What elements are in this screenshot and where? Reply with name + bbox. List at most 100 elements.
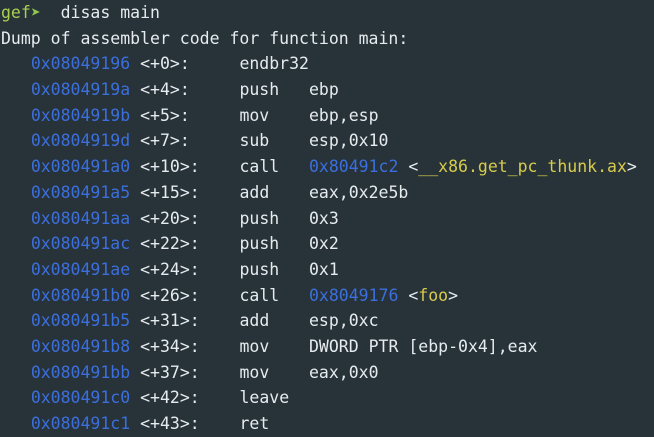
prompt-arrow-icon: ➤ (30, 3, 41, 22)
instruction-operands: 0x1 (309, 259, 339, 279)
instruction-mnemonic: add (239, 182, 309, 202)
instruction-row[interactable]: 0x0804919a <+4>: push ebp (0, 77, 654, 103)
row-indent (1, 363, 31, 382)
instruction-address[interactable]: 0x080491b5 (30, 311, 131, 331)
instruction-offset: <+24>: (130, 259, 200, 279)
instruction-mnemonic: call (239, 157, 309, 177)
instruction-row[interactable]: 0x080491b0 <+26>: call 0x8049176 <foo> (0, 283, 654, 309)
instruction-address[interactable]: 0x08049196 (30, 54, 131, 74)
instruction-operands: 0x3 (309, 208, 339, 228)
instruction-offset: <+0>: (130, 54, 190, 74)
instruction-address[interactable]: 0x080491a0 (30, 157, 131, 177)
instruction-row[interactable]: 0x080491bb <+37>: mov eax,0x0 (0, 360, 654, 386)
call-target-symbol[interactable]: __x86.get_pc_thunk.ax (418, 157, 627, 177)
angle-bracket-open: < (398, 157, 419, 177)
instruction-row[interactable]: 0x08049196 <+0>: endbr32 (0, 51, 654, 77)
instruction-offset: <+34>: (130, 336, 200, 356)
instruction-address[interactable]: 0x080491b8 (30, 336, 131, 356)
column-gap (200, 260, 240, 279)
instruction-offset: <+4>: (130, 80, 190, 100)
column-gap (200, 337, 240, 356)
row-indent (1, 209, 31, 228)
row-indent (1, 260, 31, 279)
row-indent (1, 54, 31, 73)
instruction-address[interactable]: 0x0804919a (30, 80, 131, 100)
instruction-address[interactable]: 0x080491c1 (30, 414, 131, 433)
instruction-row[interactable]: 0x080491c0 <+42>: leave (0, 385, 654, 411)
instruction-row[interactable]: 0x080491ae <+24>: push 0x1 (0, 257, 654, 283)
instruction-address[interactable]: 0x080491a5 (30, 182, 131, 202)
instruction-address[interactable]: 0x0804919d (30, 131, 131, 151)
instruction-offset: <+5>: (130, 105, 190, 125)
instruction-address[interactable]: 0x080491b0 (30, 285, 131, 305)
column-gap (200, 234, 240, 253)
instruction-offset: <+43>: (130, 414, 200, 433)
column-gap (200, 286, 240, 305)
column-gap (200, 157, 240, 176)
disassembly-listing: 0x08049196 <+0>: endbr32 0x0804919a <+4>… (0, 51, 654, 436)
angle-bracket-close: > (626, 157, 637, 177)
instruction-mnemonic: push (239, 234, 309, 254)
row-indent (1, 337, 31, 356)
instruction-address[interactable]: 0x080491c0 (30, 388, 131, 408)
instruction-address[interactable]: 0x080491ac (30, 234, 131, 254)
instruction-row[interactable]: 0x080491c1 <+43>: ret (0, 411, 654, 437)
instruction-address[interactable]: 0x080491bb (30, 362, 131, 382)
instruction-operands: esp,0xc (309, 311, 379, 331)
command-input[interactable]: disas main (60, 3, 160, 22)
prompt-line: gef➤ disas main (0, 0, 654, 26)
instruction-row[interactable]: 0x080491b8 <+34>: mov DWORD PTR [ebp-0x4… (0, 334, 654, 360)
instruction-address[interactable]: 0x0804919b (30, 105, 131, 125)
instruction-operands: ebp (308, 80, 339, 100)
instruction-mnemonic: push (239, 208, 309, 228)
instruction-offset: <+42>: (130, 388, 200, 408)
call-target-symbol[interactable]: foo (418, 285, 449, 305)
instruction-mnemonic: endbr32 (239, 54, 309, 74)
instruction-row[interactable]: 0x080491a0 <+10>: call 0x80491c2 <__x86.… (0, 154, 654, 180)
call-target-address[interactable]: 0x80491c2 (309, 157, 399, 177)
column-gap (190, 80, 240, 99)
instruction-mnemonic: push (239, 80, 309, 100)
instruction-offset: <+22>: (130, 234, 200, 254)
instruction-offset: <+15>: (130, 182, 200, 202)
row-indent (1, 157, 31, 176)
row-indent (1, 388, 31, 407)
row-indent (1, 131, 31, 150)
angle-bracket-open: < (398, 285, 419, 305)
row-indent (1, 414, 31, 433)
instruction-mnemonic: mov (239, 336, 309, 356)
instruction-operands: DWORD PTR [ebp-0x4],eax (309, 336, 538, 356)
instruction-operands: 0x2 (309, 234, 339, 254)
instruction-row[interactable]: 0x0804919b <+5>: mov ebp,esp (0, 103, 654, 129)
instruction-row[interactable]: 0x080491aa <+20>: push 0x3 (0, 206, 654, 232)
column-gap (190, 131, 240, 150)
instruction-operands: eax,0x2e5b (309, 182, 409, 202)
instruction-offset: <+26>: (130, 285, 200, 305)
column-gap (200, 388, 240, 407)
row-indent (1, 234, 31, 253)
instruction-offset: <+7>: (130, 131, 190, 151)
instruction-address[interactable]: 0x080491ae (30, 259, 131, 279)
prompt-spacer (41, 3, 61, 22)
column-gap (200, 209, 240, 228)
instruction-offset: <+20>: (130, 208, 200, 228)
row-indent (1, 311, 31, 330)
instruction-offset: <+37>: (130, 362, 200, 382)
column-gap (190, 54, 240, 73)
angle-bracket-close: > (448, 285, 459, 305)
instruction-row[interactable]: 0x0804919d <+7>: sub esp,0x10 (0, 128, 654, 154)
instruction-address[interactable]: 0x080491aa (30, 208, 131, 228)
instruction-row[interactable]: 0x080491a5 <+15>: add eax,0x2e5b (0, 180, 654, 206)
row-indent (1, 183, 31, 202)
instruction-row[interactable]: 0x080491b5 <+31>: add esp,0xc (0, 308, 654, 334)
instruction-mnemonic: ret (239, 414, 270, 433)
column-gap (200, 183, 240, 202)
instruction-offset: <+10>: (130, 157, 200, 177)
instruction-row[interactable]: 0x080491ac <+22>: push 0x2 (0, 231, 654, 257)
instruction-mnemonic: push (239, 259, 309, 279)
instruction-operands: eax,0x0 (309, 362, 379, 382)
call-target-address[interactable]: 0x8049176 (309, 285, 399, 305)
instruction-mnemonic: call (239, 285, 309, 305)
dump-header-text: Dump of assembler code for function main… (1, 28, 409, 48)
